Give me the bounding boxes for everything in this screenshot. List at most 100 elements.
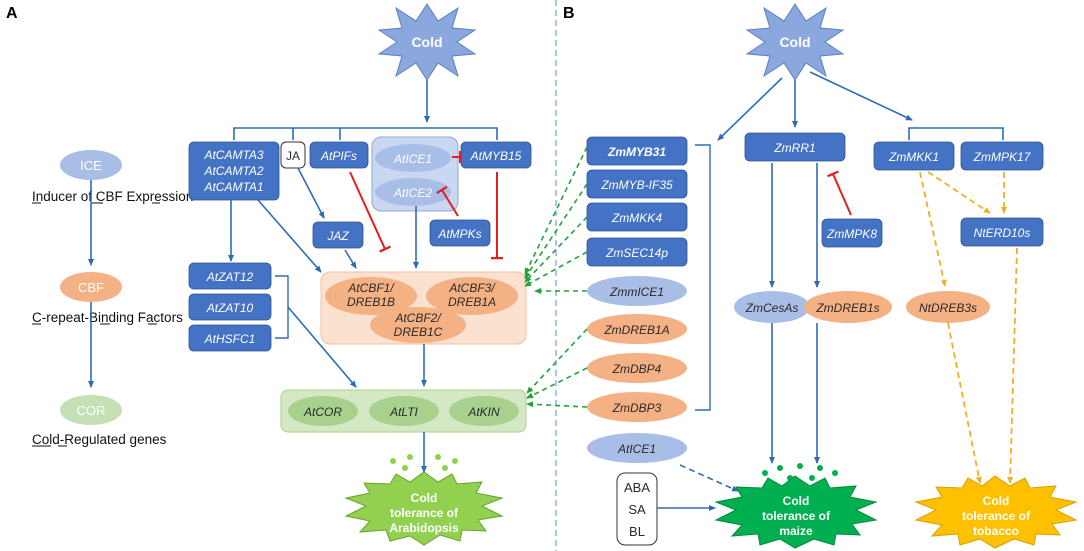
legend: ICE Inducer of CBF Expression CBF C-repe… [32, 150, 193, 447]
mkk4-label: ZmMKK4 [611, 211, 662, 225]
mkk1-label: ZmMKK1 [888, 150, 939, 164]
dbp4-oval [587, 353, 687, 383]
cor-label: AtCOR [303, 405, 342, 419]
dbp4-label: ZmDBP4 [612, 362, 662, 376]
cbf3-line1: AtCBF3/ [448, 281, 496, 295]
legend-cor-label: COR [77, 403, 106, 418]
cbf1-oval [325, 277, 417, 315]
cbf3-oval [426, 277, 518, 315]
mice1-oval [587, 276, 687, 306]
tol-maize-line2: tolerance of [762, 509, 831, 523]
legend-ice-desc: Inducer of CBF Expression [32, 189, 193, 204]
tol-tobacco-line2: tolerance of [962, 509, 1031, 523]
legend-cor-oval [60, 395, 122, 425]
mpks-label: AtMPKs [437, 227, 481, 241]
kin-label: AtKIN [467, 405, 500, 419]
jaz-box [312, 221, 364, 249]
legend-cbf-label: CBF [78, 280, 104, 295]
tol-arab-line3: Arabidopsis [389, 521, 459, 535]
panel-b: Cold ZmMYB31 ZmMYB-IF35 ZmMKK4 ZmSEC14p … [524, 3, 1078, 549]
mkk1-box [873, 141, 955, 171]
tol-tobacco-line3: tobacco [973, 524, 1019, 538]
camta-box [188, 141, 280, 201]
sec14p-label: ZmSEC14p [605, 246, 668, 260]
tolerance-star-tobacco [914, 475, 1078, 549]
tolerance-star-maize [714, 475, 878, 549]
atice1-label: AtICE1 [617, 442, 656, 456]
pifs-box [309, 141, 369, 169]
myb31-box [586, 136, 688, 166]
cesas-oval [734, 291, 810, 323]
mpks-box [429, 219, 491, 247]
mpk8-label: ZmMPK8 [826, 227, 877, 241]
panel-b-label: B [563, 5, 575, 22]
hormone-sa: SA [628, 502, 646, 517]
erd10s-box [960, 217, 1044, 247]
ice1-label: AtICE1 [393, 152, 432, 166]
mice1-label: ZmmICE1 [609, 285, 664, 299]
kin-oval [449, 396, 519, 426]
cold-label-a: Cold [411, 34, 442, 50]
ja-box [280, 141, 306, 169]
ice2-label: AtICE2 [393, 186, 432, 200]
cbf2-line1: AtCBF2/ [394, 311, 442, 325]
zat10-box [188, 293, 272, 321]
dbp3-oval [587, 392, 687, 422]
mpk8-box [821, 218, 883, 248]
panel-a-label: A [6, 5, 18, 22]
hormone-box [616, 472, 658, 546]
dreb3s-label: NtDREB3s [919, 301, 977, 315]
ja-label: JA [286, 149, 300, 163]
lti-oval [369, 396, 439, 426]
tol-tobacco-line1: Cold [983, 494, 1010, 508]
legend-ice-oval [60, 150, 122, 180]
tol-maize-line1: Cold [783, 494, 810, 508]
mpk17-label: ZmMPK17 [973, 150, 1032, 164]
cesas-label: ZmCesAs [745, 301, 799, 315]
dreb3s-oval [906, 291, 990, 323]
tolerance-star-arabidopsis [344, 471, 504, 546]
zat12-label: AtZAT12 [206, 270, 254, 284]
hsfc1-label: AtHSFC1 [204, 332, 256, 346]
cbf2-oval [370, 307, 466, 343]
atice1-oval [587, 433, 687, 463]
lti-label: AtLTI [389, 405, 418, 419]
camta1-label: AtCAMTA1 [203, 180, 263, 194]
hormone-bl: BL [629, 524, 645, 539]
hormone-aba: ABA [624, 480, 650, 495]
legend-ice-label: ICE [80, 158, 102, 173]
zat10-label: AtZAT10 [206, 301, 254, 315]
mybif35-label: ZmMYB-IF35 [600, 178, 673, 192]
tol-arab-line1: Cold [411, 491, 438, 505]
tol-maize-line3: maize [779, 524, 813, 538]
cold-label-b: Cold [779, 34, 810, 50]
cor-oval [288, 396, 358, 426]
myb31-label: ZmMYB31 [607, 145, 666, 159]
dbp3-label: ZmDBP3 [612, 401, 662, 415]
cbf3-line2: DREB1A [448, 295, 496, 309]
myb15-label: AtMYB15 [470, 149, 522, 163]
cbf1-line1: AtCBF1/ [347, 281, 395, 295]
jaz-label: JAZ [326, 229, 349, 243]
dreb1s-oval [804, 291, 892, 323]
camta2-label: AtCAMTA2 [203, 164, 263, 178]
cbf2-line2: DREB1C [394, 325, 443, 339]
hsfc1-box [188, 324, 272, 352]
pifs-label: AtPIFs [320, 149, 357, 163]
dreb1a-label: ZmDREB1A [603, 323, 669, 337]
camta3-label: AtCAMTA3 [203, 148, 263, 162]
legend-cbf-oval [60, 272, 122, 302]
ice1-oval [375, 144, 451, 172]
rr1-label: ZmRR1 [773, 141, 815, 155]
tol-arab-line2: tolerance of [390, 506, 459, 520]
panel-a: Cold AtCAMTA3 AtCAMTA2 AtCAMTA1 JA AtPIF… [188, 3, 532, 546]
dreb1a-oval [587, 314, 687, 344]
ice2-oval [375, 178, 451, 206]
erd10s-label: NtERD10s [974, 226, 1031, 240]
rr1-box [744, 132, 846, 162]
zat12-box [188, 262, 272, 290]
dreb1s-label: ZmDREB1s [815, 301, 879, 315]
legend-cbf-desc: C-repeat-Binding Factors [32, 310, 183, 325]
legend-cor-desc: Cold-Regulated genes [32, 432, 167, 447]
